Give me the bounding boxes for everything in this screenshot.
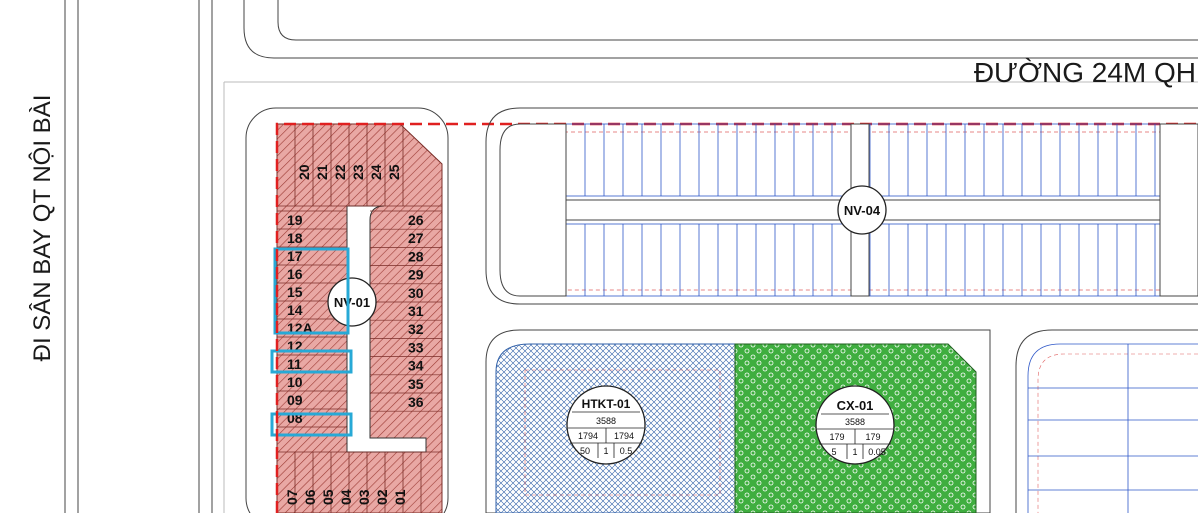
- cx01-row3-c: 0.05: [868, 447, 886, 457]
- block-nv04: NV-04: [485, 107, 1198, 305]
- lot-label-35: 35: [408, 376, 424, 392]
- cx01-badge: CX-01 3588 179 179 5 1 0.05: [815, 385, 895, 465]
- lot-label-06: 06: [302, 489, 318, 505]
- block-nv01-outline: [245, 107, 449, 513]
- lot-label-30: 30: [408, 285, 424, 301]
- lot-label-02: 02: [374, 489, 390, 505]
- highlight-lot-12: [270, 349, 353, 374]
- lot-label-19: 19: [287, 212, 303, 228]
- lot-label-18: 18: [287, 230, 303, 246]
- lot-label-16: 16: [287, 266, 303, 282]
- cx01-row2-b: 179: [865, 432, 880, 442]
- lot-label-11: 11: [287, 356, 302, 372]
- lot-label-01: 01: [392, 489, 408, 505]
- nv01-label: NV-01: [334, 295, 370, 310]
- htkt01-area-value: 3588: [596, 416, 616, 426]
- lot-label-17: 17: [287, 248, 303, 264]
- road-label-vertical: ĐI SÂN BAY QT NỘI BÀI: [28, 95, 56, 362]
- boundary-dashed: [275, 122, 1198, 513]
- lot-label-25: 25: [386, 164, 402, 180]
- road-lines: [64, 0, 1198, 513]
- lot-label-36: 36: [408, 394, 424, 410]
- highlight-lot-09: [270, 412, 353, 437]
- cx01-row3-a: 5: [831, 447, 836, 457]
- cx01-row3-b: 1: [852, 447, 857, 457]
- nv04-circle: [837, 185, 887, 235]
- lots-right: 26 27 28 29 30 31 32 33 34 35 36: [370, 210, 442, 412]
- lot-label-27: 27: [408, 230, 424, 246]
- lot-label-22: 22: [332, 164, 348, 180]
- lot-label-24: 24: [368, 164, 384, 180]
- htkt01-row3-c: 0.5: [620, 446, 633, 456]
- block-htkt-cx: [485, 329, 991, 513]
- lot-label-07: 07: [284, 489, 300, 505]
- block-right: [1015, 329, 1198, 513]
- lot-label-29: 29: [408, 267, 424, 283]
- lot-label-28: 28: [408, 248, 424, 264]
- lot-label-09: 09: [287, 392, 303, 408]
- cx01-row2-a: 179: [829, 432, 844, 442]
- lot-label-26: 26: [408, 212, 424, 228]
- lot-label-05: 05: [320, 489, 336, 505]
- block-nv04-outline: [485, 107, 1198, 305]
- lot-label-14: 14: [287, 302, 303, 318]
- lot-label-33: 33: [408, 339, 424, 355]
- htkt01-row3-b: 1: [603, 446, 608, 456]
- lot-label-23: 23: [350, 164, 366, 180]
- lot-label-21: 21: [314, 164, 330, 180]
- road-label-horizontal: ĐƯỜNG 24M QH: [974, 57, 1196, 88]
- highlight-lots-17-14: [273, 247, 350, 335]
- lot-label-34: 34: [408, 358, 424, 374]
- lot-label-10: 10: [287, 374, 303, 390]
- lot-label-31: 31: [408, 303, 424, 319]
- lot-label-04: 04: [338, 489, 354, 505]
- nv04-label: NV-04: [844, 203, 881, 218]
- lot-label-15: 15: [287, 284, 303, 300]
- lot-label-20: 20: [296, 164, 312, 180]
- nv01-circle: [327, 277, 377, 327]
- cx01-area-value: 3588: [845, 417, 865, 427]
- htkt01-badge: HTKT-01 3588 1794 1794 50 1 0.5: [566, 385, 646, 465]
- nv04-internal-road: [499, 123, 567, 297]
- htkt01-row2-a: 1794: [578, 431, 598, 441]
- htkt01-row3-a: 50: [580, 446, 590, 456]
- lot-label-03: 03: [356, 489, 372, 505]
- htkt01-row2-b: 1794: [614, 431, 634, 441]
- cx01-label: CX-01: [837, 398, 874, 413]
- htkt01-label: HTKT-01: [582, 397, 631, 411]
- lot-label-32: 32: [408, 321, 424, 337]
- highlight-boxes: [270, 247, 353, 437]
- lot-label-08: 08: [287, 410, 303, 426]
